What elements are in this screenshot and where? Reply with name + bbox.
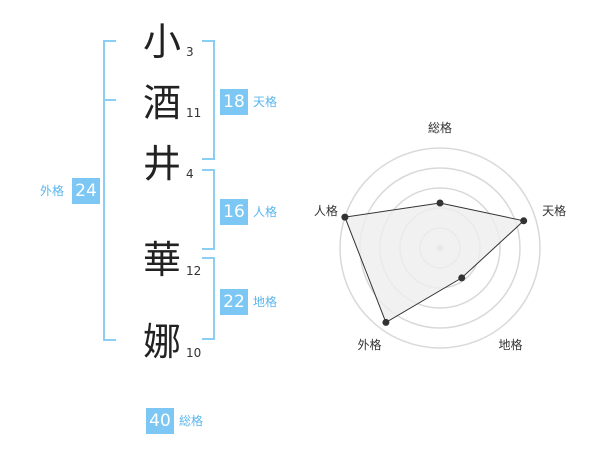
radar-point (382, 318, 390, 326)
radar-ring (339, 147, 541, 349)
jinkaku-value: 16 (220, 199, 248, 225)
radar-axis-label: 総格 (428, 120, 452, 135)
soukaku-value: 40 (146, 408, 174, 434)
tenkaku-value: 18 (220, 89, 248, 115)
tenkaku-label: 天格 (253, 95, 278, 109)
radar-point (520, 217, 528, 225)
stroke-count-5: 10 (186, 346, 202, 360)
radar-axis-label: 人格 (314, 203, 338, 218)
soukaku-label: 総格 (179, 414, 204, 428)
chikaku-bracket (202, 257, 215, 340)
gaikaku-value: 24 (72, 178, 100, 204)
radar-point (341, 213, 349, 221)
name-char-5: 娜 (142, 320, 181, 364)
name-char-3: 井 (142, 142, 181, 186)
stroke-count-2: 11 (186, 106, 202, 120)
name-char-1: 小 (142, 20, 181, 64)
radar-point (458, 274, 466, 282)
stroke-count-4: 12 (186, 264, 202, 278)
jinkaku-bracket (202, 169, 215, 250)
radar-points (341, 199, 528, 326)
radar-polygon (344, 202, 525, 324)
jinkaku-label: 人格 (253, 205, 278, 219)
radar-axis-label: 外格 (357, 337, 381, 352)
chikaku-value: 22 (220, 289, 248, 315)
gaikaku-bracket (103, 40, 116, 341)
name-char-4: 華 (142, 238, 181, 282)
radar-axis-label: 天格 (542, 203, 566, 218)
radar-axis-label: 地格 (499, 337, 523, 352)
stroke-count-3: 4 (186, 167, 194, 181)
tenkaku-bracket (202, 40, 215, 160)
gaikaku-label: 外格 (40, 184, 65, 198)
radar-point (436, 199, 444, 207)
name-char-2: 酒 (142, 81, 181, 125)
chikaku-label: 地格 (253, 295, 278, 309)
stroke-count-1: 3 (186, 45, 194, 59)
